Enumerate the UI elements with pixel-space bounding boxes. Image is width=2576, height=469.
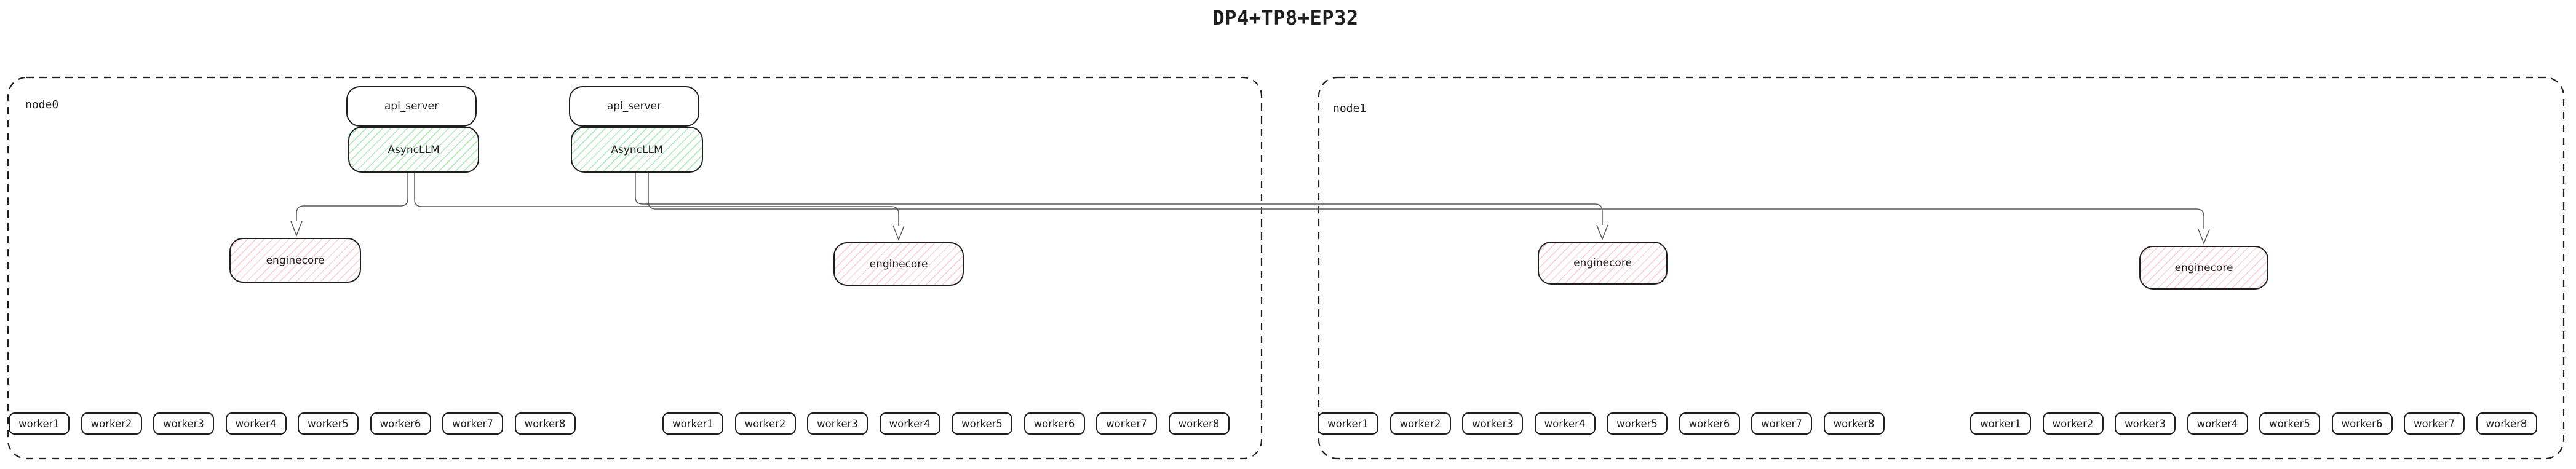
worker-box: worker8 xyxy=(2476,412,2537,435)
diagram-title: DP4+TP8+EP32 xyxy=(1212,6,1359,30)
worker-box: worker2 xyxy=(81,412,142,435)
worker-box: worker3 xyxy=(1462,412,1523,435)
worker-box: worker5 xyxy=(298,412,359,435)
worker-box: worker1 xyxy=(1970,412,2031,435)
worker-box: worker7 xyxy=(1751,412,1812,435)
api-server-box-1: api_server xyxy=(346,86,477,127)
asyncllm-box-2: AsyncLLM xyxy=(571,127,703,173)
node1-border xyxy=(1318,76,2565,460)
node0-border xyxy=(7,76,1263,460)
arrow-asyncllm2-enginecore3 xyxy=(635,173,1608,241)
worker-box: worker2 xyxy=(2042,412,2104,435)
worker-box: worker3 xyxy=(807,412,868,435)
worker-box: worker1 xyxy=(1318,412,1378,435)
worker-box: worker4 xyxy=(879,412,940,435)
worker-box: worker5 xyxy=(1607,412,1668,435)
worker-box: worker1 xyxy=(9,412,70,435)
worker-box: worker7 xyxy=(2404,412,2465,435)
worker-box: worker3 xyxy=(153,412,214,435)
worker-box: worker4 xyxy=(225,412,287,435)
arrow-asyncllm1-enginecore2 xyxy=(414,173,905,242)
asyncllm-box-1: AsyncLLM xyxy=(348,127,479,173)
worker-box: worker6 xyxy=(1024,412,1085,435)
enginecore-box-4: enginecore xyxy=(2139,246,2268,290)
worker-box: worker4 xyxy=(1534,412,1596,435)
worker-group-node1-b: worker1 worker2 worker3 worker4 worker5 worke… xyxy=(1970,412,2537,435)
api-server-box-2: api_server xyxy=(569,86,699,127)
worker-box: worker1 xyxy=(662,412,723,435)
worker-box: worker2 xyxy=(734,412,796,435)
worker-box: worker2 xyxy=(1389,412,1451,435)
worker-box: worker7 xyxy=(1096,412,1157,435)
worker-box: worker4 xyxy=(2187,412,2248,435)
worker-box: worker5 xyxy=(2259,412,2320,435)
enginecore-box-2: enginecore xyxy=(833,242,964,286)
enginecore-box-1: enginecore xyxy=(229,238,361,283)
node0-label: node0 xyxy=(25,98,59,111)
worker-box: worker8 xyxy=(514,412,576,435)
worker-box: worker7 xyxy=(442,412,503,435)
worker-box: worker8 xyxy=(1823,412,1885,435)
worker-box: worker8 xyxy=(1168,412,1230,435)
worker-group-node0-b: worker1 worker2 worker3 worker4 worker5 worke… xyxy=(662,412,1230,435)
worker-group-node0-a: worker1 worker2 worker3 worker4 worker5 worke… xyxy=(9,412,576,435)
arrow-asyncllm2-enginecore4 xyxy=(648,173,2210,245)
worker-box: worker5 xyxy=(952,412,1012,435)
node1-label: node1 xyxy=(1333,102,1367,115)
enginecore-box-3: enginecore xyxy=(1538,242,1668,285)
arrow-asyncllm1-enginecore1 xyxy=(290,173,408,237)
worker-box: worker6 xyxy=(370,412,431,435)
worker-group-node1-a: worker1 worker2 worker3 worker4 worker5 worke… xyxy=(1318,412,1885,435)
worker-box: worker6 xyxy=(2331,412,2393,435)
worker-box: worker6 xyxy=(1679,412,1740,435)
worker-box: worker3 xyxy=(2115,412,2176,435)
